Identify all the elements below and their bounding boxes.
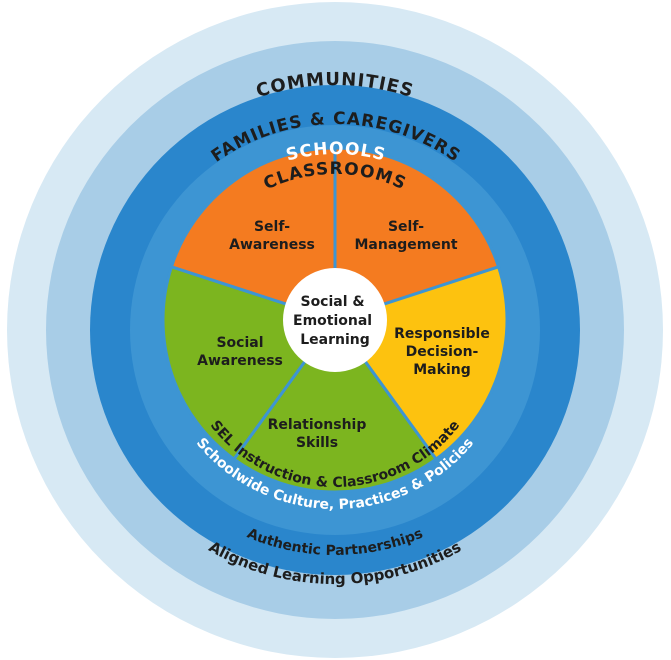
segment-label-line: Relationship — [268, 417, 367, 433]
segment-label-line: Self- — [254, 219, 290, 235]
segment-label-line: Skills — [296, 435, 338, 451]
segment-label-self-awareness: Self- Awareness — [229, 219, 315, 253]
center-label-line3: Learning — [300, 332, 370, 348]
segment-self-management — [333, 146, 501, 323]
segment-label-line: Social — [216, 335, 263, 351]
sel-competency-segments: Self- Awareness Self- ManagementResponsible… — [161, 146, 509, 494]
segment-label-self-management: Self- Management — [354, 219, 457, 253]
segment-label-line: Decision- — [406, 344, 479, 360]
segment-relationship-skills — [231, 317, 439, 494]
center-label: Social & Emotional Learning — [293, 294, 377, 348]
segment-self-awareness — [169, 146, 337, 323]
segment-label-line: Awareness — [197, 353, 283, 369]
segment-label-line: Awareness — [229, 237, 315, 253]
center-label-line2: Emotional — [293, 313, 372, 329]
center-circle — [283, 268, 387, 372]
segment-label-line: Making — [413, 362, 470, 378]
segment-label-line: Responsible — [394, 326, 490, 342]
segment-label-line: Self- — [388, 219, 424, 235]
segment-label-line: Management — [354, 237, 457, 253]
center-label-line1: Social & — [300, 294, 364, 310]
